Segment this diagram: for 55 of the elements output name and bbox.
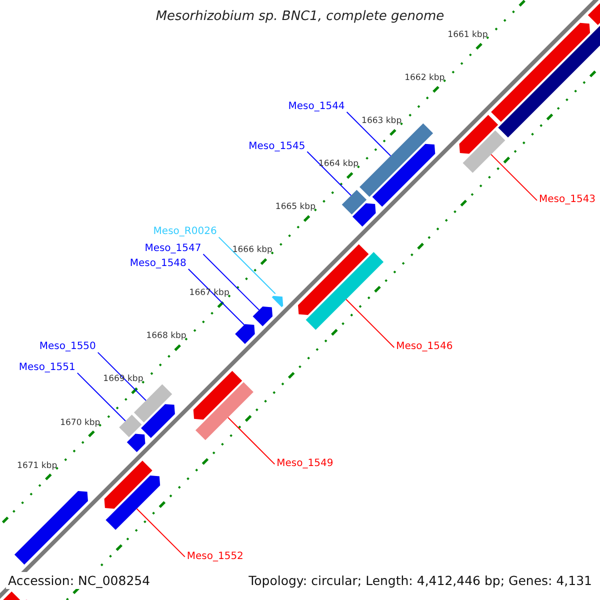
tick-label: 1666 kbp [232, 245, 272, 256]
tick-label: 1662 kbp [404, 73, 445, 84]
gene-bar [106, 475, 160, 530]
gene-bar [252, 306, 273, 326]
gene-bar [352, 203, 376, 227]
gene-bar [235, 324, 255, 344]
gene-bar [141, 404, 175, 438]
gene-bar [360, 123, 434, 197]
gene-bar [126, 434, 146, 452]
gene-bar [104, 460, 152, 509]
gene-bar [272, 296, 284, 308]
tick-label: 1663 kbp [362, 116, 402, 126]
tick-label: 1664 kbp [318, 159, 359, 170]
gene-label: Meso_1543 [538, 194, 596, 206]
leader-line [228, 417, 276, 465]
gene-label: Meso_1544 [288, 101, 345, 112]
gene-bar [372, 144, 436, 207]
tick-label: 1671 kbp [17, 460, 58, 471]
gene-bar [14, 491, 88, 565]
tick-label: 1665 kbp [275, 202, 316, 212]
tick-label: 1669 kbp [103, 374, 144, 384]
gene-label: Meso_1547 [144, 243, 202, 254]
leader-line [188, 268, 245, 326]
gene-label: Meso_1550 [39, 341, 96, 352]
tick-label: 1670 kbp [60, 418, 100, 428]
gene-label: Meso_1545 [248, 140, 306, 152]
gene-bar [193, 370, 242, 420]
title: Mesorhizobium sp. BNC1, complete genome [154, 9, 446, 24]
gene-label: Meso_1549 [276, 458, 334, 470]
gene-bar [342, 190, 367, 215]
gene-bar [134, 384, 172, 422]
gene-label: Meso_1546 [396, 341, 453, 352]
tick-label: 1668 kbp [146, 331, 186, 342]
leader-line [306, 151, 352, 196]
leader-line [218, 236, 276, 294]
gene-label: Meso_1548 [130, 258, 186, 269]
gene-label: Meso_1551 [18, 362, 76, 373]
gene-bar [119, 414, 142, 438]
gene-bar [462, 130, 506, 173]
accession-text: Accession: NC_008254 [6, 572, 152, 589]
leader-line [346, 112, 392, 156]
leader-line [346, 298, 395, 348]
leader-line [76, 372, 126, 422]
gene-bar [298, 244, 369, 315]
tick-label: 1667 kbp [189, 288, 230, 298]
gene-label: Meso_1552 [186, 550, 244, 562]
gene-bar [459, 114, 498, 154]
leader-line [202, 254, 260, 311]
gene-label: Meso_R0026 [153, 226, 217, 238]
tick-label: 1661 kbp [448, 30, 488, 40]
leader-line [97, 352, 146, 402]
leader-line [490, 154, 538, 201]
gene-bar [491, 22, 590, 122]
gene-bar [195, 382, 254, 440]
gene-bar [306, 252, 384, 330]
